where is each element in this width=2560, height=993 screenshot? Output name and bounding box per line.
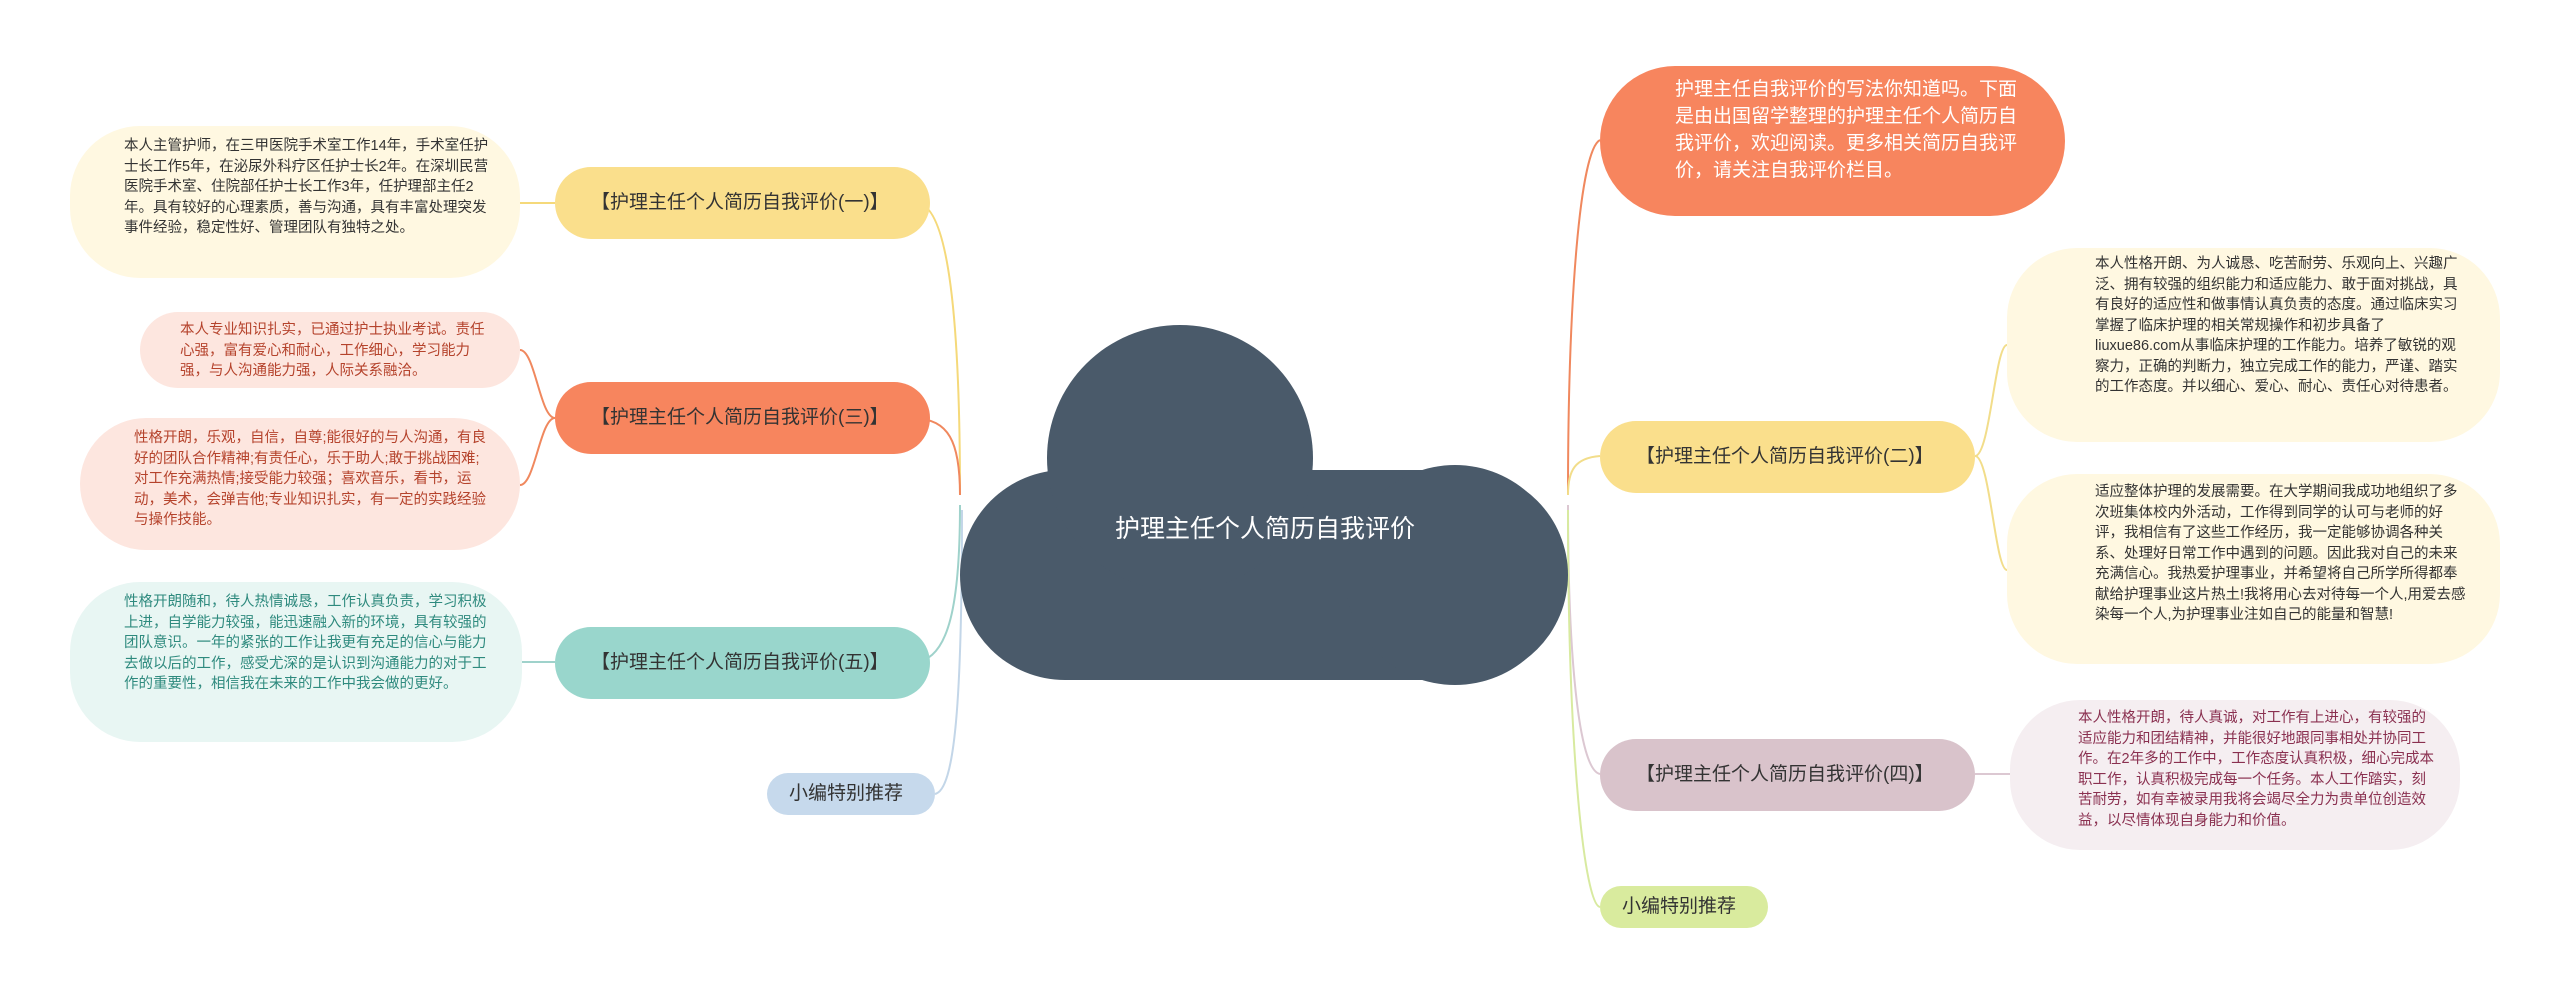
leaf-self-eval-4[interactable]: 本人性格开朗，待人真诚，对工作有上进心，有较强的适应能力和团结精神，并能很好地跟… [2010, 700, 2460, 850]
branch-self-eval-3[interactable]: 【护理主任个人简历自我评价(三)】 [555, 382, 930, 454]
link-rec-right [1567, 509, 1601, 908]
leaf-self-eval-2b[interactable]: 适应整体护理的发展需要。在大学期间我成功地组织了多次班集体校内外活动，工作得到同… [2007, 474, 2500, 664]
leaf-self-eval-5[interactable]: 性格开朗随和，待人热情诚恳，工作认真负责，学习积极上进，自学能力较强，能迅速融入… [70, 582, 522, 742]
leaf-self-eval-2a[interactable]: 本人性格开朗、为人诚恳、吃苦耐劳、乐观向上、兴趣广泛、拥有较强的组织能力和适应能… [2007, 248, 2500, 442]
link-b1 [914, 201, 961, 496]
center-topic: 护理主任个人简历自我评价 [1114, 515, 1415, 543]
leaf-self-eval-1[interactable]: 本人主管护师，在三甲医院手术室工作14年，手术室任护士长工作5年，在泌尿外科疗区… [70, 126, 520, 278]
link-leaf-5 [1974, 344, 2008, 457]
link-leaf-3 [519, 417, 556, 486]
link-b5 [914, 504, 961, 663]
branch-editor-recommend-right[interactable]: 小编特别推荐 [1600, 886, 1768, 928]
leaf-self-eval-3b[interactable]: 性格开朗，乐观，自信，自尊;能很好的与人沟通，有良好的团队合作精神;有责任心，乐… [80, 418, 520, 550]
branch-self-eval-4[interactable]: 【护理主任个人简历自我评价(四)】 [1600, 739, 1975, 811]
link-b2 [1567, 455, 1601, 496]
branch-self-eval-1[interactable]: 【护理主任个人简历自我评价(一)】 [555, 167, 930, 239]
intro-node[interactable]: 护理主任自我评价的写法你知道吗。下面是由出国留学整理的护理主任个人简历自我评价，… [1600, 66, 2065, 216]
branch-self-eval-2[interactable]: 【护理主任个人简历自我评价(二)】 [1600, 421, 1975, 493]
leaf-self-eval-3a[interactable]: 本人专业知识扎实，已通过护士执业考试。责任心强，富有爱心和耐心，工作细心，学习能… [140, 312, 520, 388]
link-leaf-6 [1974, 455, 2008, 571]
link-leaf-2 [519, 349, 556, 419]
center-cloud [960, 325, 1568, 685]
branch-editor-recommend-left[interactable]: 小编特别推荐 [767, 773, 935, 815]
link-intro [1567, 139, 1601, 496]
branch-self-eval-5[interactable]: 【护理主任个人简历自我评价(五)】 [555, 627, 930, 699]
